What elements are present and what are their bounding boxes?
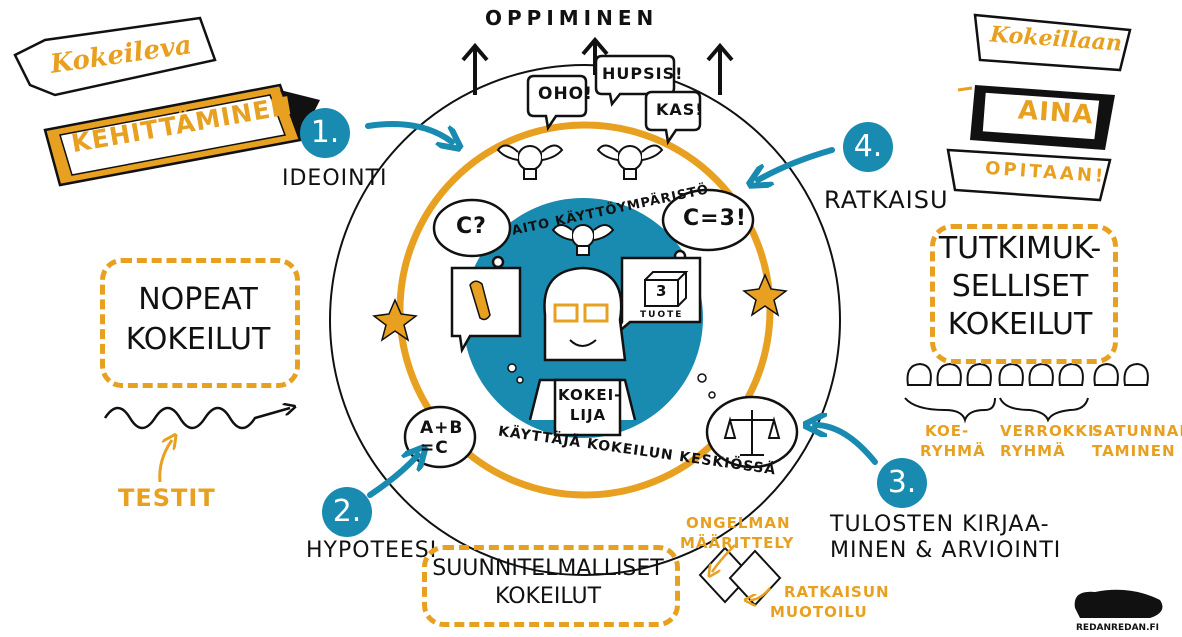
cloud-formula-line2: =C [420, 438, 449, 458]
step-3-label-line2: MINEN & ARVIOINTI [830, 538, 1062, 563]
signature-logo [1074, 589, 1163, 618]
outer-circle [329, 64, 841, 576]
group-braces [904, 397, 1089, 424]
lightbulb-icons [496, 144, 664, 256]
cloud-question: C? [456, 214, 487, 239]
step-4-badge: 4. [843, 122, 893, 172]
step-3-label-line1: TULOSTEN KIRJAA- [830, 512, 1050, 537]
wrench-icon [450, 266, 522, 354]
person-sign-line2: LIJA [569, 406, 607, 424]
product-caption: TUOTE [640, 310, 684, 320]
problem-line1: ONGELMAN [686, 514, 791, 532]
problem-arrow [712, 544, 736, 572]
step-1-badge: 1. [300, 108, 350, 158]
star-icons [372, 273, 788, 342]
research-line2: SELLISET [951, 269, 1089, 304]
planned-box [422, 545, 680, 627]
cloud-formula-line1: A+B [420, 418, 464, 438]
scale-icon [723, 410, 781, 456]
product-box-number: 3 [656, 282, 668, 300]
step-2-badge: 2. [322, 487, 372, 537]
research-line3: KOKEILUT [947, 307, 1093, 342]
banner-right [946, 13, 1132, 202]
solution-arrow [750, 587, 771, 600]
product-box-icon [614, 256, 702, 335]
fast-experiments-box [100, 258, 300, 388]
solution-line1: RATKAISUN [784, 583, 890, 601]
group-3-line1: SATUNNAIS- [1092, 422, 1182, 440]
step-arrows [365, 121, 878, 498]
person-sign-line1: KOKEI- [558, 386, 622, 404]
group-1-line2: RYHMÄ [920, 442, 986, 460]
step-3-badge: 3. [877, 458, 927, 508]
signature-text: REDANREDAN.FI [1076, 623, 1160, 633]
step-4-label: RATKAISU [824, 186, 949, 214]
fast-line1: NOPEAT [138, 282, 258, 317]
person-illustration [528, 266, 637, 437]
speech-bubbles [526, 54, 702, 146]
group-3-line2: TAMINEN [1092, 442, 1176, 460]
banner-right-middle: AINA [1017, 95, 1095, 131]
tests-arrow [158, 440, 172, 483]
fast-line2: KOKEILUT [125, 322, 271, 357]
bubble-oho: OHO! [538, 84, 593, 104]
group-2-line2: RYHMÄ [1000, 442, 1066, 460]
bubble-kas: KAS! [656, 100, 704, 119]
research-box [930, 224, 1118, 364]
solution-line2: MUOTOILU [770, 603, 868, 621]
problem-line2: MÄÄRITTELY [680, 534, 795, 552]
tests-squiggle-arrow [103, 408, 290, 430]
person-sign [553, 378, 622, 437]
planned-line2: KOKEILUT [494, 584, 602, 609]
cloud-answer: C=3! [683, 206, 747, 231]
tests-label: TESTIT [118, 484, 216, 512]
step-2-label: HYPOTEESI [306, 538, 438, 563]
people-group-icons [906, 362, 1149, 386]
group-2-line1: VERROKKI- [1000, 422, 1102, 440]
planned-line1: SUUNNITELMALLISET [432, 556, 664, 581]
bubble-hupsis: HUPSIS! [602, 64, 684, 83]
group-1-line1: KOE- [925, 422, 970, 440]
double-diamond-icon [698, 546, 782, 607]
research-line1: TUTKIMUK- [938, 231, 1102, 266]
thought-dots [507, 363, 716, 399]
banner-left [13, 16, 320, 187]
title: OPPIMINEN [485, 6, 659, 30]
step-1-label: IDEOINTI [282, 166, 388, 191]
